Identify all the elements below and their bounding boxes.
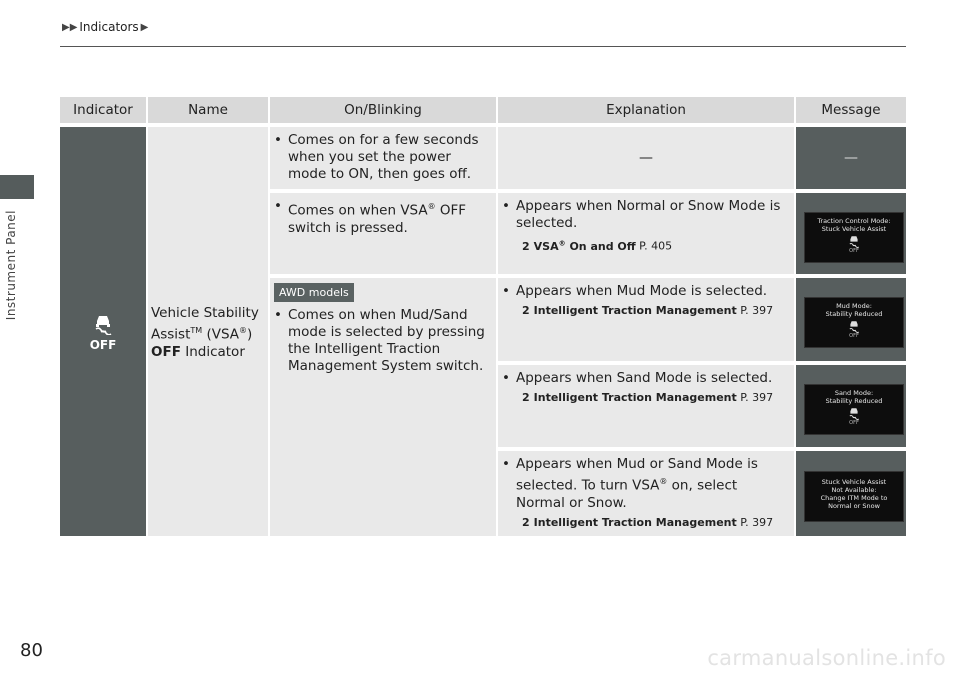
vsa-skid-car-icon bbox=[849, 408, 860, 420]
header-message: Message bbox=[796, 97, 906, 123]
indicator-cell: OFF bbox=[60, 127, 146, 536]
vsa-skid-car-icon bbox=[849, 321, 860, 333]
header-indicator: Indicator bbox=[60, 97, 146, 123]
row1-explanation: — bbox=[498, 127, 794, 189]
side-section-label: Instrument Panel bbox=[4, 210, 18, 321]
vsa-skid-car-icon bbox=[95, 316, 112, 336]
row2-explanation: •Appears when Normal or Snow Mode is sel… bbox=[498, 193, 794, 274]
header-divider bbox=[60, 46, 906, 47]
row5-message: Stuck Vehicle Assist Not Available: Chan… bbox=[796, 451, 906, 536]
breadcrumb-arrow-icon: ▶▶ bbox=[62, 21, 78, 33]
header-name: Name bbox=[148, 97, 268, 123]
row2-on-blinking: •Comes on when VSA® OFF switch is presse… bbox=[270, 193, 496, 274]
breadcrumb-arrow-icon: ▶ bbox=[140, 21, 149, 33]
row4-display-screen: Sand Mode: Stability Reduced OFF bbox=[804, 384, 904, 435]
watermark: carmanualsonline.info bbox=[707, 646, 946, 670]
vsa-off-indicator: OFF bbox=[88, 313, 118, 351]
breadcrumb: ▶▶ Indicators ▶ bbox=[62, 20, 148, 34]
breadcrumb-label[interactable]: Indicators bbox=[79, 20, 139, 34]
row2-display-screen: Traction Control Mode: Stuck Vehicle Ass… bbox=[804, 212, 904, 263]
awd-on-blinking: AWD models •Comes on when Mud/Sand mode … bbox=[270, 278, 496, 536]
indicator-name: Vehicle Stability AssistTM (VSA®) OFF In… bbox=[151, 305, 259, 360]
row1-on-blinking: •Comes on for a few seconds when you set… bbox=[270, 127, 496, 189]
row5-explanation: •Appears when Mud or Sand Mode is select… bbox=[498, 451, 794, 536]
vsa-skid-car-icon bbox=[849, 236, 860, 248]
name-cell: Vehicle Stability AssistTM (VSA®) OFF In… bbox=[148, 127, 268, 536]
row4-message: Sand Mode: Stability Reduced OFF bbox=[796, 365, 906, 447]
row1-message: — bbox=[796, 127, 906, 189]
indicator-off-text: OFF bbox=[89, 338, 117, 352]
row5-display-screen: Stuck Vehicle Assist Not Available: Chan… bbox=[804, 471, 904, 522]
header-on-blinking: On/Blinking bbox=[270, 97, 496, 123]
row3-display-screen: Mud Mode: Stability Reduced OFF bbox=[804, 297, 904, 348]
row3-message: Mud Mode: Stability Reduced OFF bbox=[796, 278, 906, 361]
header-explanation: Explanation bbox=[498, 97, 794, 123]
page-number: 80 bbox=[20, 640, 43, 661]
awd-models-badge: AWD models bbox=[274, 283, 354, 302]
row2-message: Traction Control Mode: Stuck Vehicle Ass… bbox=[796, 193, 906, 274]
side-tab-marker bbox=[0, 175, 34, 199]
